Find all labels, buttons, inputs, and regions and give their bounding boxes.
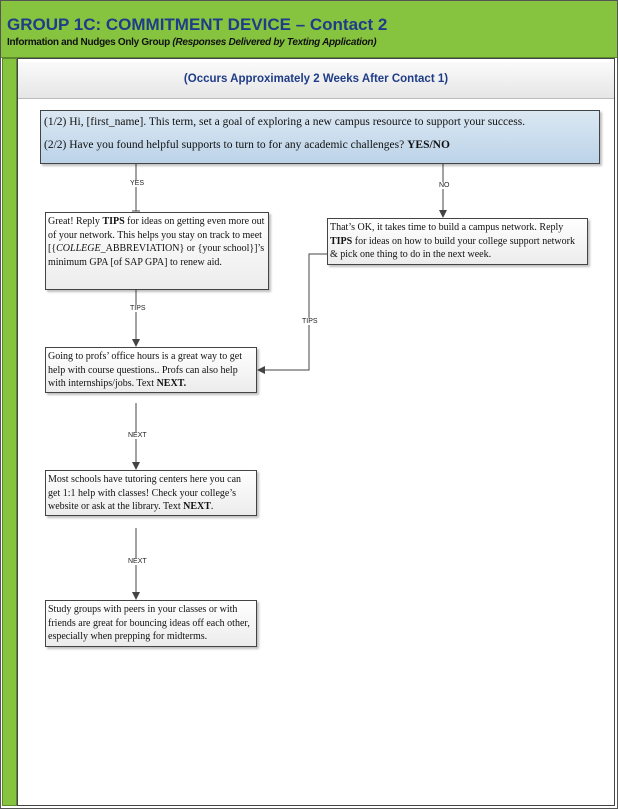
text-segment: Going to profs’ office hours is a great … [48, 351, 243, 389]
next-label: NEXT [127, 432, 148, 439]
start-line-2-text: (2/2) Have you found helpful supports to… [44, 139, 408, 151]
yes-no-keyword: YES/NO [407, 139, 450, 151]
subtitle-italic: (Responses Delivered by Texting Applicat… [172, 37, 377, 48]
text-segment: Great! Reply [48, 216, 103, 227]
office-hours-box: Going to profs’ office hours is a great … [45, 347, 257, 393]
yes-label: YES [129, 180, 146, 187]
text-segment: for ideas on getting even more out of yo… [48, 216, 265, 254]
start-line-2: (2/2) Have you found helpful supports to… [44, 138, 596, 152]
side-strip [2, 58, 17, 806]
study-groups-box: Study groups with peers in your classes … [45, 600, 257, 647]
page-subtitle: Information and Nudges Only Group (Respo… [7, 37, 377, 48]
no-response-box: That’s OK, it takes time to build a camp… [327, 218, 588, 265]
yes-response-box: Great! Reply TIPS for ideas on getting e… [45, 212, 269, 290]
text-segment: for ideas on how to build your college s… [330, 235, 575, 261]
no-label: NO [438, 182, 451, 189]
content-panel: (Occurs Approximately 2 Weeks After Cont… [17, 58, 615, 806]
text-segment: NEXT. [156, 378, 187, 389]
text-segment: COLLEGE [56, 243, 101, 254]
text-segment: . [210, 501, 214, 512]
tips-connector-2 [257, 253, 327, 374]
start-message-box: (1/2) Hi, [first_name]. This term, set a… [40, 110, 600, 164]
text-segment: That’s OK, it takes time to build a camp… [330, 222, 564, 233]
text-segment: TIPS [102, 216, 125, 227]
tips-label: TIPS [301, 318, 319, 325]
text-segment: Study groups with peers in your classes … [48, 604, 250, 642]
text-segment: Most schools have tutoring centers here … [48, 474, 242, 512]
text-segment: TIPS [330, 235, 353, 247]
start-line-1: (1/2) Hi, [first_name]. This term, set a… [44, 116, 526, 128]
page-title: GROUP 1C: COMMITMENT DEVICE – Contact 2 [7, 15, 388, 34]
text-segment: _ABBREVIATION} or {your school}]’s minim… [48, 243, 265, 268]
timing-band: (Occurs Approximately 2 Weeks After Cont… [18, 62, 614, 99]
header: GROUP 1C: COMMITMENT DEVICE – Contact 2 … [1, 1, 617, 58]
timing-text: (Occurs Approximately 2 Weeks After Cont… [183, 73, 449, 85]
tutoring-box: Most schools have tutoring centers here … [45, 470, 257, 516]
tips-label: TIPS [129, 305, 147, 312]
text-segment: NEXT [183, 501, 211, 512]
next-label: NEXT [127, 558, 148, 565]
subtitle-text: Information and Nudges Only Group [7, 37, 170, 48]
